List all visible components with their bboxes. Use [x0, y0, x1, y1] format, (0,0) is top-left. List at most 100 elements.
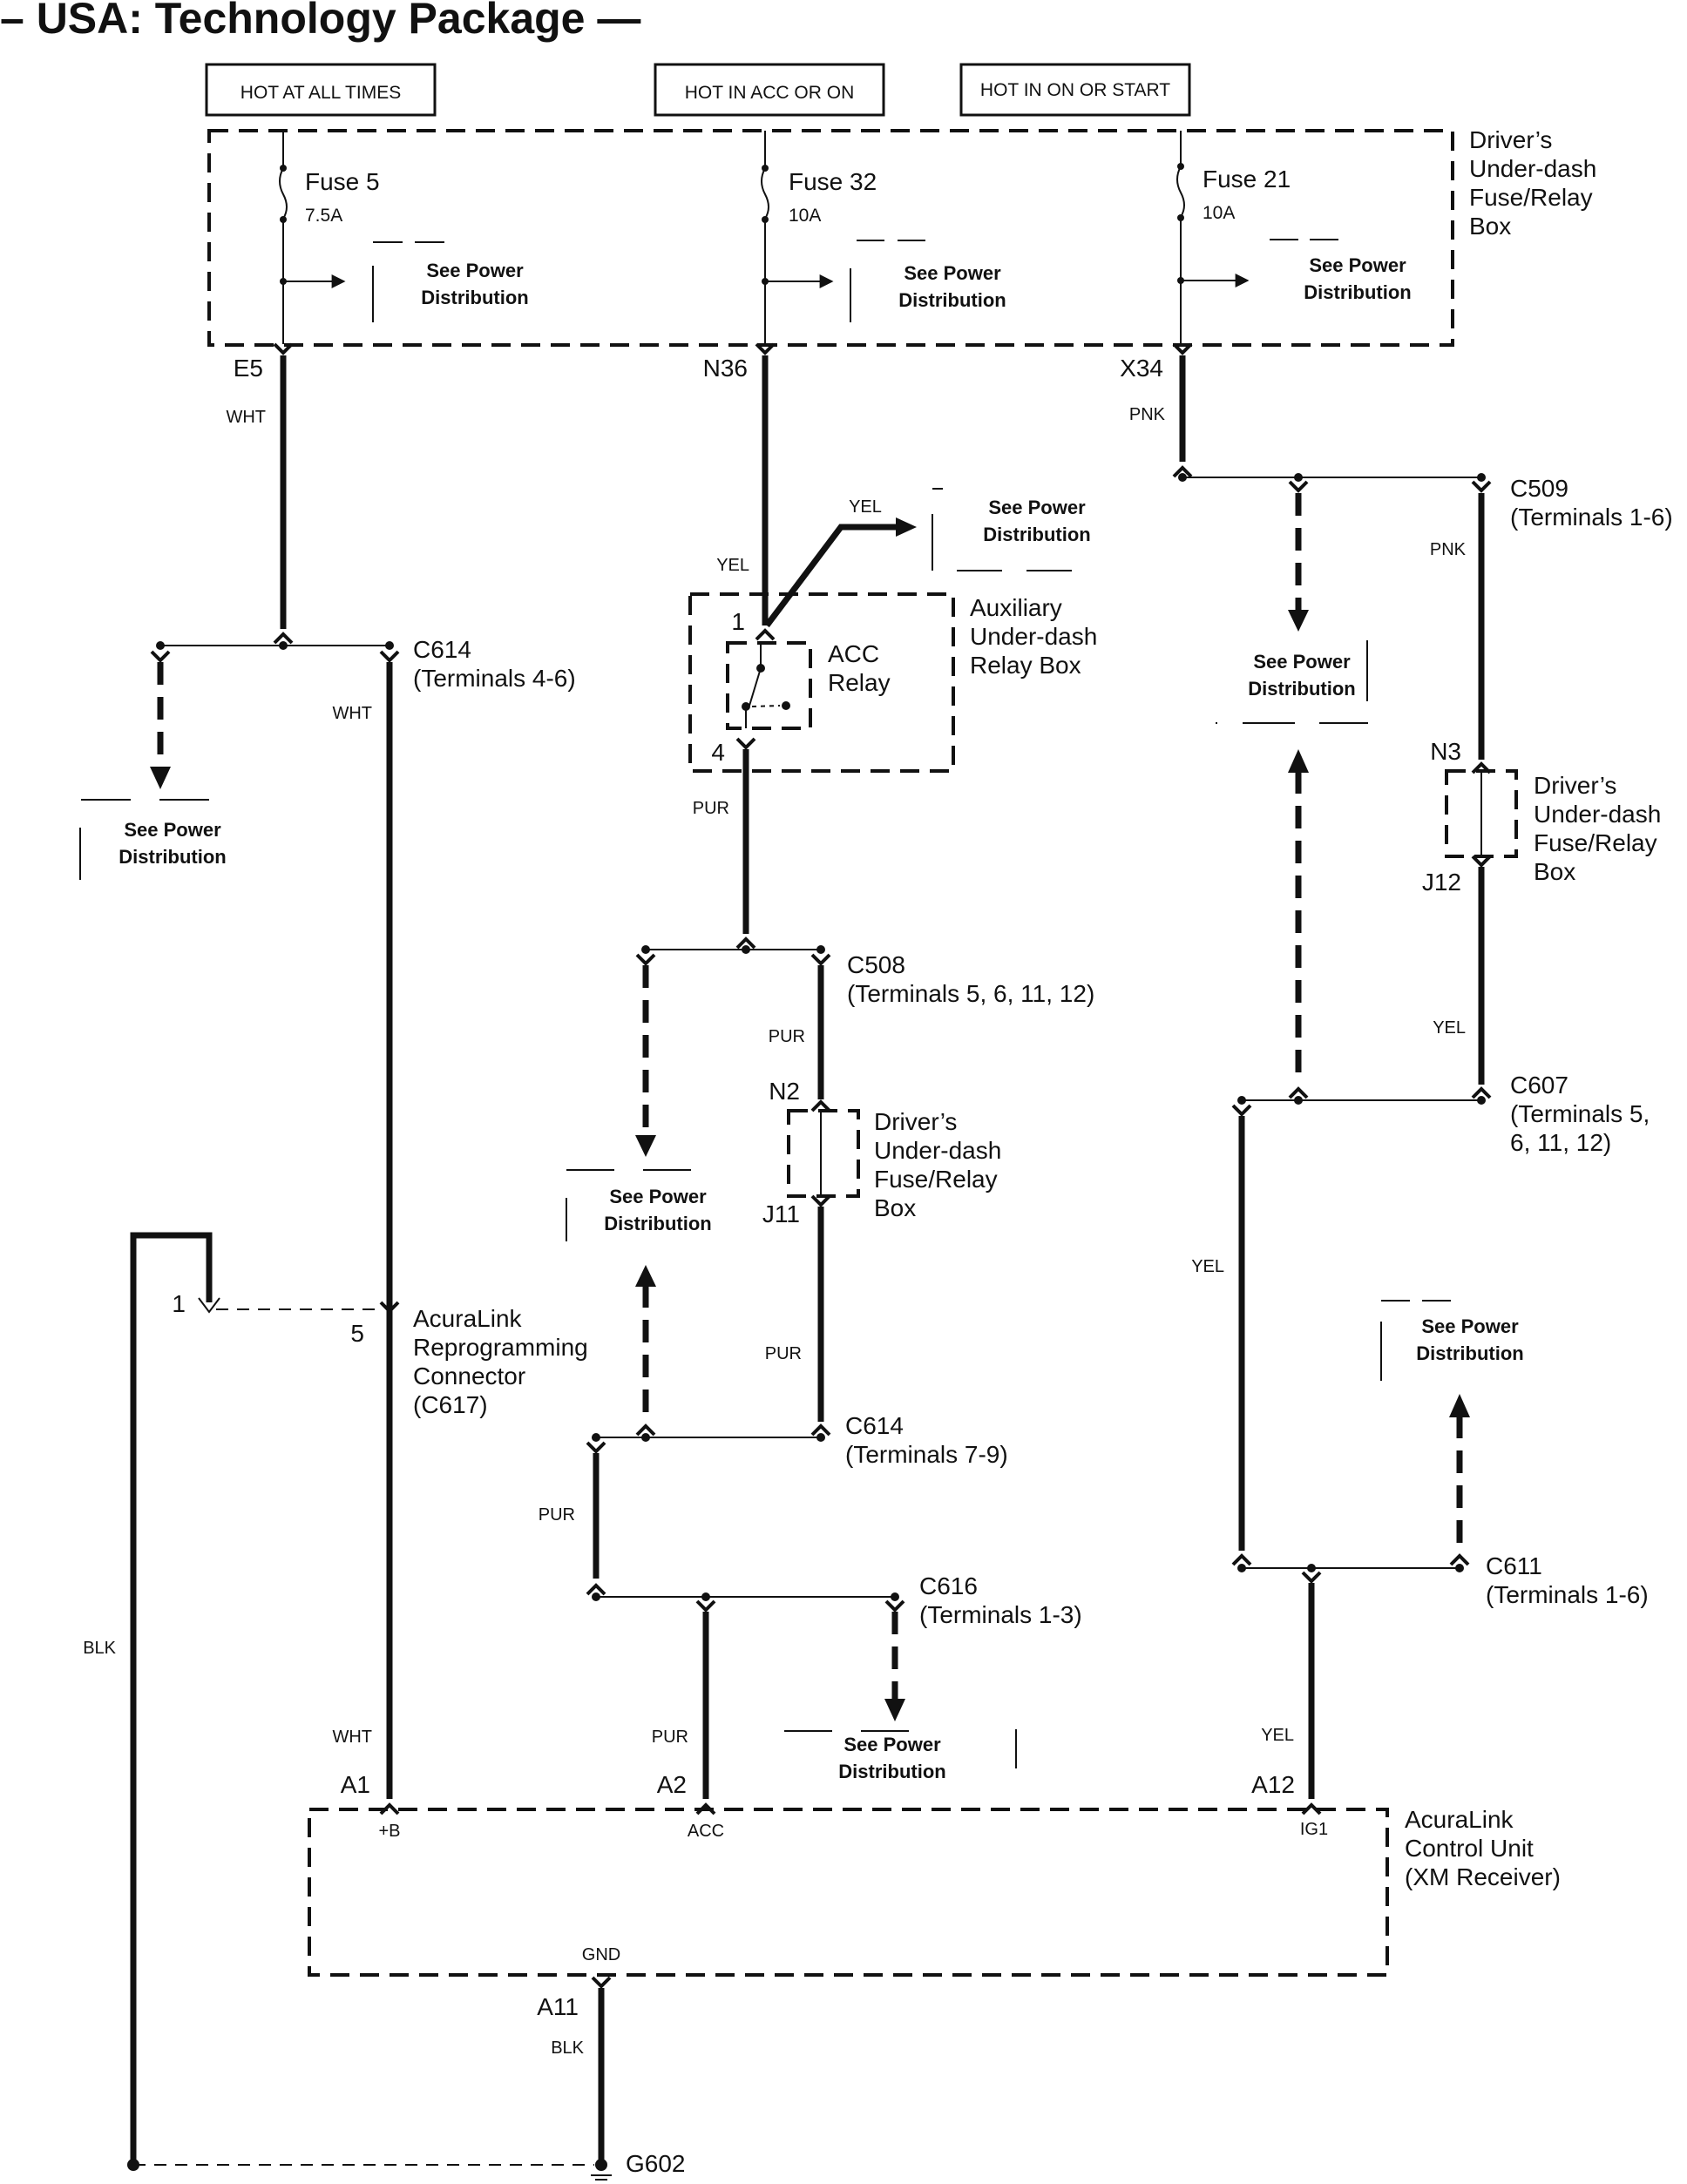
svg-text:Control Unit: Control Unit: [1405, 1835, 1534, 1862]
svg-text:Driver’s: Driver’s: [1534, 772, 1616, 799]
connector-chevron-icon: [735, 737, 756, 750]
svg-text:HOT IN ON OR START: HOT IN ON OR START: [980, 80, 1170, 100]
svg-text:YEL: YEL: [849, 497, 882, 517]
svg-text:(Terminals 1-6): (Terminals 1-6): [1510, 504, 1673, 531]
ground-circuit: BLK G602: [127, 1988, 686, 2181]
connector-chevron-icon: [379, 1802, 400, 1815]
svg-text:Distribution: Distribution: [604, 1213, 711, 1234]
connector-chevron-icon: [1471, 761, 1492, 774]
svg-text:Under-dash: Under-dash: [1469, 155, 1596, 182]
svg-text:(Terminals 1-3): (Terminals 1-3): [919, 1601, 1082, 1628]
connector-chevron-icon: [810, 1194, 831, 1207]
connector-chevron-icon: [635, 953, 656, 966]
pur-circuit: PUR PUR: [635, 749, 825, 1157]
arrow-down-icon: [150, 767, 171, 789]
connector-chevron-icon: [1449, 1553, 1470, 1566]
connector-chevron-icon: [810, 953, 831, 966]
svg-text:N2: N2: [769, 1078, 800, 1105]
pin-a11-function: GND: [582, 1945, 620, 1964]
terminal-e5: E5: [234, 355, 263, 382]
svg-text:WHT: WHT: [226, 408, 266, 427]
svg-text:Fuse/Relay: Fuse/Relay: [1469, 184, 1593, 211]
acc-circuit: YEL YEL: [716, 355, 917, 628]
connector-chevron-icon: [1231, 1553, 1252, 1566]
svg-text:BLK: BLK: [551, 2039, 584, 2058]
connector-c616: C616 (Terminals 1-3): [919, 1572, 1082, 1628]
svg-text:BLK: BLK: [83, 1639, 116, 1658]
see-power-distribution-4: See Power Distribution: [79, 799, 227, 880]
arrow-right-icon: [896, 517, 917, 537]
svg-text:See Power: See Power: [1309, 254, 1406, 276]
svg-text:See Power: See Power: [1421, 1315, 1519, 1337]
svg-text:Connector: Connector: [413, 1362, 525, 1390]
svg-text:Distribution: Distribution: [983, 524, 1090, 545]
svg-text:Distribution: Distribution: [1416, 1342, 1523, 1364]
connector-c611: C611 (Terminals 1-6): [1486, 1552, 1649, 1608]
svg-text:C616: C616: [919, 1572, 978, 1599]
svg-text:Auxiliary: Auxiliary: [970, 594, 1062, 621]
connector-chevron-icon: [591, 1976, 612, 1989]
svg-text:Distribution: Distribution: [421, 287, 528, 308]
svg-text:C614: C614: [413, 636, 471, 663]
svg-text:7.5A: 7.5A: [305, 206, 342, 226]
connector-chevron-icon: [884, 1599, 905, 1613]
svg-text:(C617): (C617): [413, 1391, 488, 1418]
arrow-down-icon: [198, 1297, 220, 1314]
svg-text:YEL: YEL: [716, 556, 749, 575]
connector-c509: C509 (Terminals 1-6): [1510, 475, 1673, 531]
svg-text:Fuse/Relay: Fuse/Relay: [1534, 829, 1657, 856]
connector-chevron-icon: [1301, 1802, 1322, 1815]
pur-circuit-lower: PUR PUR PUR: [539, 1207, 905, 1799]
pin-a12-function: IG1: [1300, 1820, 1328, 1839]
svg-text:PUR: PUR: [539, 1505, 575, 1525]
power-source-hot-in-acc-or-on: HOT IN ACC OR ON: [654, 63, 885, 117]
svg-text:AcuraLink: AcuraLink: [413, 1305, 523, 1332]
connector-c614-terminals-4-6: C614 (Terminals 4-6): [413, 636, 576, 692]
svg-text:1: 1: [172, 1290, 186, 1317]
arrow-up-icon: [1449, 1394, 1470, 1417]
svg-text:Driver’s: Driver’s: [874, 1108, 957, 1135]
connector-chevron-icon: [379, 1301, 400, 1314]
fuse-21: Fuse 21 10A: [1176, 131, 1291, 344]
svg-text:6, 11, 12): 6, 11, 12): [1510, 1129, 1611, 1156]
connector-chevron-icon: [379, 650, 400, 663]
svg-text:WHT: WHT: [332, 1728, 372, 1747]
pin-a2: A2: [657, 1771, 687, 1798]
connector-c607: C607 (Terminals 5, 6, 11, 12): [1510, 1072, 1650, 1156]
power-source-hot-at-all-times: HOT AT ALL TIMES: [205, 63, 437, 117]
svg-text:Fuse/Relay: Fuse/Relay: [874, 1166, 998, 1193]
fuse-symbol-icon: [1176, 166, 1185, 218]
svg-text:See Power: See Power: [904, 262, 1001, 284]
connector-c614-terminals-7-9: C614 (Terminals 7-9): [845, 1412, 1008, 1468]
svg-text:Driver’s: Driver’s: [1469, 126, 1552, 153]
connector-chevron-icon: [1288, 480, 1309, 493]
svg-text:See Power: See Power: [844, 1734, 941, 1755]
arrow-up-icon: [1288, 749, 1309, 773]
connector-symbols: [150, 342, 1492, 1989]
ground-icon: [595, 2159, 607, 2171]
svg-text:YEL: YEL: [1433, 1018, 1466, 1038]
svg-text:Box: Box: [1469, 213, 1511, 240]
svg-text:C509: C509: [1510, 475, 1568, 502]
connector-chevron-icon: [1471, 855, 1492, 868]
connector-chevron-icon: [273, 342, 294, 355]
svg-text:Under-dash: Under-dash: [1534, 801, 1661, 828]
pin-a1-function: +B: [378, 1822, 400, 1841]
svg-text:Fuse 21: Fuse 21: [1203, 166, 1291, 193]
svg-text:Under-dash: Under-dash: [970, 623, 1097, 650]
connector-chevron-icon: [1288, 1086, 1309, 1099]
auxiliary-under-dash-relay-box: Auxiliary Under-dash Relay Box 1 4: [688, 592, 1097, 773]
svg-text:See Power: See Power: [124, 819, 221, 841]
svg-text:5: 5: [350, 1320, 364, 1347]
svg-text:Relay: Relay: [828, 669, 891, 696]
fuse-32: Fuse 32 10A: [761, 131, 877, 344]
connector-chevron-icon: [273, 632, 294, 645]
svg-text:(Terminals 5,: (Terminals 5,: [1510, 1100, 1650, 1127]
svg-text:YEL: YEL: [1261, 1726, 1294, 1745]
connector-c508: C508 (Terminals 5, 6, 11, 12): [847, 951, 1094, 1007]
svg-text:PUR: PUR: [693, 799, 729, 818]
arrow-down-icon: [1288, 610, 1309, 632]
svg-text:PUR: PUR: [765, 1344, 802, 1363]
wht-circuit: WHT WHT WHT: [150, 355, 394, 1799]
